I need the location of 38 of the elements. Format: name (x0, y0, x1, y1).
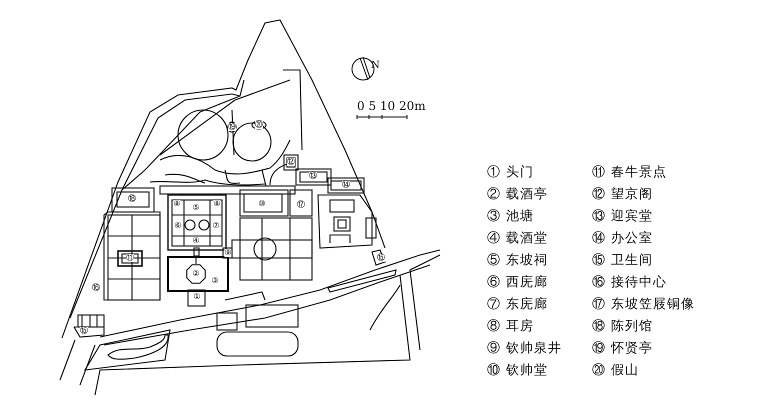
legend-entry: ⑧ 耳房 (487, 319, 534, 334)
legend-entry: ④ 载酒堂 (487, 231, 548, 246)
legend-entry: ⑩ 钦帅堂 (487, 363, 548, 378)
callout-number: ⑲ (228, 123, 236, 131)
legend-entry: ⑱ 陈列馆 (592, 319, 654, 334)
callout-number: ⑦ (212, 222, 220, 230)
legend-entry: ⑯ 接待中心 (592, 275, 668, 290)
legend-entry: ⑮ 卫生间 (592, 253, 654, 268)
callout-number: ⑥ (174, 222, 182, 230)
callout-number: ⑯ (92, 284, 100, 292)
scale-text: 0 5 10 20m (357, 99, 426, 113)
legend-entry: ⑭ 办公室 (592, 231, 654, 246)
callout-number: ⑩ (258, 200, 266, 208)
legend-entry: ⑬ 迎宾堂 (592, 209, 654, 224)
callout-number: ⑤ (192, 204, 200, 212)
callout-number: ④ (192, 237, 200, 245)
legend-entry: ⑲ 怀贤亭 (592, 341, 654, 356)
callout-number: ⑧ (173, 200, 181, 208)
callout-number: ② (192, 270, 200, 278)
callout-number: ① (193, 293, 201, 301)
legend-entry: ⑤ 东坡祠 (487, 253, 548, 268)
callout-number: ⑱ (128, 195, 136, 203)
legend-entry: ③ 池塘 (487, 209, 534, 224)
callout-number: ⑧ (213, 200, 221, 208)
legend-entry: ⑳ 假山 (592, 363, 640, 378)
legend-entry: ⑰ 东坡笠屐铜像 (592, 297, 696, 312)
callout-number: ③ (211, 277, 219, 285)
legend-entry: ⑫ 望京阁 (592, 187, 654, 202)
callout-number: ⑳ (255, 121, 263, 129)
callout-number: ⑮ (377, 254, 385, 262)
legend-entry: ① 头门 (487, 165, 534, 180)
callout-number: ⑰ (297, 201, 305, 209)
legend-entry: ⑪ 春牛景点 (592, 165, 668, 180)
callout-number: ⑨ (224, 249, 232, 257)
legend-entry: ⑨ 钦帅泉井 (487, 341, 562, 356)
legend-entry: ② 载酒亭 (487, 187, 548, 202)
legend-entry: ⑦ 东庑廊 (487, 297, 548, 312)
legend-entry: ⑥ 西庑廊 (487, 275, 548, 290)
